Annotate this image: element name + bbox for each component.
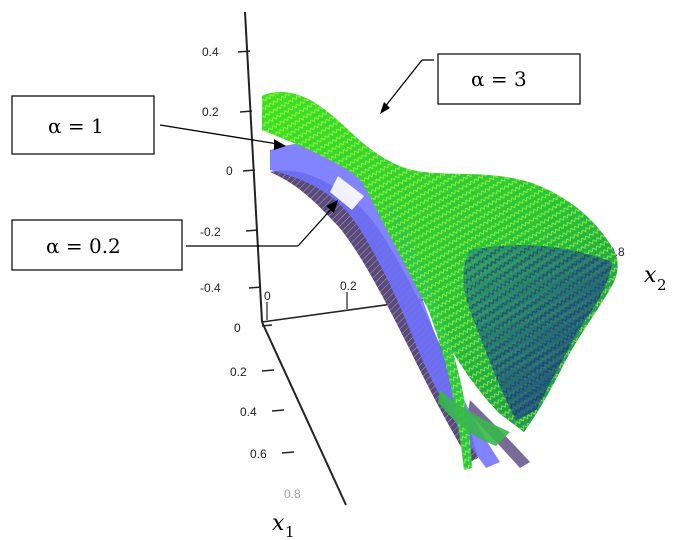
callout-alpha-02-label: α = 0.2 — [46, 234, 121, 258]
callout-alpha-3-label: α = 3 — [471, 67, 527, 91]
z-tick-label: 0 — [226, 164, 233, 178]
callout-alpha-3: α = 3 — [380, 53, 581, 114]
surface-alpha-1 — [270, 142, 500, 468]
z-axis: 0.4 0.2 0 -0.2 -0.4 — [200, 11, 263, 323]
z-tick-label: -0.4 — [200, 281, 221, 295]
surface-alpha-3 — [262, 91, 618, 470]
axis-title-x1-base: x — [272, 511, 285, 536]
x1-tick-label: 0 — [234, 321, 241, 335]
x1-axis: 0 0.2 0.4 0.6 0.8 — [230, 321, 347, 506]
x1-tick-label: 0.4 — [240, 405, 257, 419]
axis-title-x2: x 2 — [644, 263, 667, 294]
axis-title-x2-sub: 2 — [657, 276, 667, 294]
x2-tick-label: 0.2 — [340, 279, 357, 293]
z-tick-label: 0.4 — [202, 45, 219, 59]
callout-alpha-1-label: α = 1 — [48, 114, 104, 138]
x1-tick-label: 0.6 — [250, 447, 267, 461]
x2-tick-label: 0 — [264, 289, 271, 303]
axis-title-x1: x 1 — [272, 511, 295, 540]
x1-tick-label: 0.2 — [230, 365, 247, 379]
z-tick-label: 0.2 — [202, 105, 219, 119]
x1-tick-label: 0.8 — [284, 487, 301, 501]
z-tick-label: -0.2 — [200, 225, 221, 239]
callout-alpha-1: α = 1 — [11, 95, 286, 155]
axis-title-x1-sub: 1 — [285, 523, 295, 540]
callout-alpha-02: α = 0.2 — [11, 200, 338, 271]
axis-title-x2-base: x — [644, 263, 657, 288]
